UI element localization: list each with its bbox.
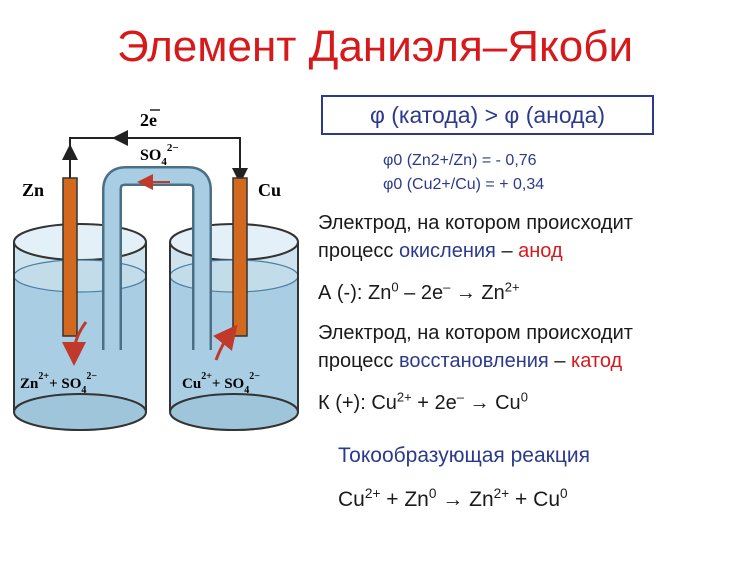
overall-zn-left-sup: 0: [428, 486, 437, 501]
anode-dash: –: [495, 240, 519, 262]
zinc-electrode: [62, 177, 78, 337]
zn-potential: φ0 (Zn2+/Zn) = - 0,76: [383, 152, 537, 169]
cathode-reaction-sup1: 2+: [396, 389, 412, 405]
oxidation-word: окисления: [399, 240, 496, 262]
salt-bridge: [104, 168, 210, 350]
page-title: Элемент Даниэля–Якоби: [116, 22, 634, 71]
overall-reaction-heading: Токообразующая реакция: [338, 444, 590, 467]
cathode-reaction-a: К (+): Cu: [318, 392, 397, 414]
overall-cu-left: Cu: [338, 488, 365, 511]
anode-reaction-b: – 2e: [398, 282, 444, 304]
anode-reaction-a: А (-): Zn: [318, 282, 392, 304]
copper-electrode: [232, 177, 248, 337]
overall-plus2: + Cu: [509, 488, 560, 511]
anode-reaction-sup3: 2+: [504, 279, 520, 295]
anion-label: SO42−: [140, 142, 179, 168]
anode-reaction-c: → Zn: [450, 282, 505, 304]
overall-cu-left-sup: 2+: [364, 486, 381, 501]
cathode-reaction-b: + 2e: [411, 392, 457, 414]
overall-cu-right-sup: 0: [560, 486, 568, 501]
cathode-reaction-sup3: 0: [520, 389, 528, 405]
cathode-reaction-c: → Cu: [464, 392, 521, 414]
anode-definition-line1: Электрод, на котором происходит: [318, 212, 633, 234]
right-solution-label: Cu2++ SO42−: [182, 371, 260, 396]
zinc-dissolution-arrow: [62, 321, 88, 366]
overall-reaction: Cu2+ + Zn0 → Zn2+ + Cu0: [338, 486, 568, 512]
zn-electrode-label: Zn: [22, 180, 44, 200]
overall-arrow: → Zn: [436, 488, 494, 511]
electron-label: 2e: [140, 110, 157, 130]
anode-reaction: А (-): Zn0 – 2e– → Zn2+: [318, 279, 520, 305]
daniell-cell-diagram: 2e SO42− Zn Cu Zn2++ SO42− Cu2++ SO42−: [13, 109, 299, 431]
anode-prefix: процесс: [318, 240, 399, 262]
anode-reaction-sup2: –: [443, 279, 451, 295]
left-solution-label: Zn2++ SO42−: [20, 371, 97, 396]
copper-deposition-arrow: [213, 324, 238, 361]
cu-potential: φ0 (Cu2+/Cu) = + 0,34: [383, 176, 545, 193]
anode-reaction-sup1: 0: [391, 279, 399, 295]
left-beaker: [13, 223, 147, 431]
overall-plus1: + Zn: [380, 488, 429, 511]
cu-electrode-label: Cu: [258, 180, 281, 200]
cathode-dash: –: [548, 350, 572, 372]
cathode-reaction-sup2: –: [456, 389, 464, 405]
reduction-word: восстановления: [399, 350, 549, 372]
cathode-term: катод: [571, 350, 623, 372]
cathode-definition-line2: процесс восстановления – катод: [318, 350, 622, 373]
anode-term: анод: [518, 240, 563, 262]
overall-zn-right-sup: 2+: [493, 486, 510, 501]
cathode-prefix: процесс: [318, 350, 399, 372]
anode-definition-line2: процесс окисления – анод: [318, 240, 563, 263]
cathode-definition-line1: Электрод, на котором происходит: [318, 322, 633, 344]
cathode-reaction: К (+): Cu2+ + 2e– → Cu0: [318, 389, 528, 415]
potential-comparison-box: φ (катода) > φ (анода): [321, 95, 654, 135]
